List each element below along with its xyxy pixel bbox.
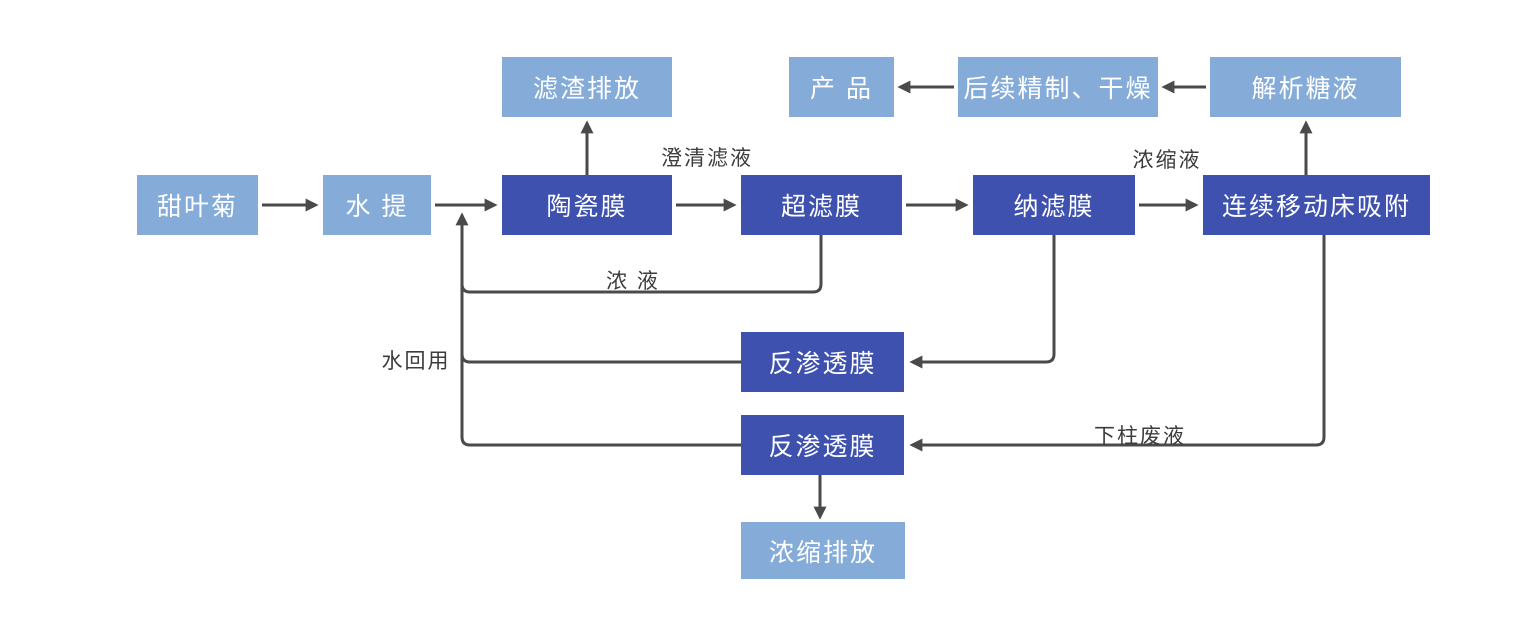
node-concentrate-discharge: 浓缩排放 bbox=[741, 522, 905, 579]
edge-moving-bed-to-reverse-osmosis-2 bbox=[909, 235, 1326, 452]
node-residue-discharge: 滤渣排放 bbox=[502, 57, 672, 117]
edge-label-concentrated-liquid: 浓缩液 bbox=[1132, 149, 1202, 172]
edge-label-concentrate: 浓 液 bbox=[606, 270, 660, 293]
node-product: 产 品 bbox=[789, 57, 894, 117]
edge-reverse-osmosis-2-return-trunk bbox=[455, 212, 741, 447]
node-nanofiltration-membrane: 纳滤膜 bbox=[973, 175, 1135, 235]
node-desorbed-sugar-liquid: 解析糖液 bbox=[1210, 57, 1401, 117]
edge-label-clarified-filtrate: 澄清滤液 bbox=[661, 147, 753, 170]
node-ultrafiltration-membrane: 超滤膜 bbox=[741, 175, 902, 235]
node-ceramic-membrane: 陶瓷膜 bbox=[502, 175, 672, 235]
node-stevia: 甜叶菊 bbox=[137, 175, 258, 235]
node-reverse-osmosis-1: 反渗透膜 bbox=[741, 332, 904, 392]
edge-nanofiltration-to-reverse-osmosis-1 bbox=[909, 235, 1056, 369]
edge-label-column-waste-liquid: 下柱废液 bbox=[1094, 425, 1186, 448]
node-refining-drying: 后续精制、干燥 bbox=[958, 57, 1158, 117]
edge-reverse-osmosis-1-water-reuse bbox=[460, 353, 741, 364]
node-reverse-osmosis-2: 反渗透膜 bbox=[741, 415, 904, 475]
edge-label-water-reuse: 水回用 bbox=[381, 350, 451, 373]
node-water-extraction: 水 提 bbox=[323, 175, 431, 235]
node-moving-bed-adsorption: 连续移动床吸附 bbox=[1203, 175, 1430, 235]
